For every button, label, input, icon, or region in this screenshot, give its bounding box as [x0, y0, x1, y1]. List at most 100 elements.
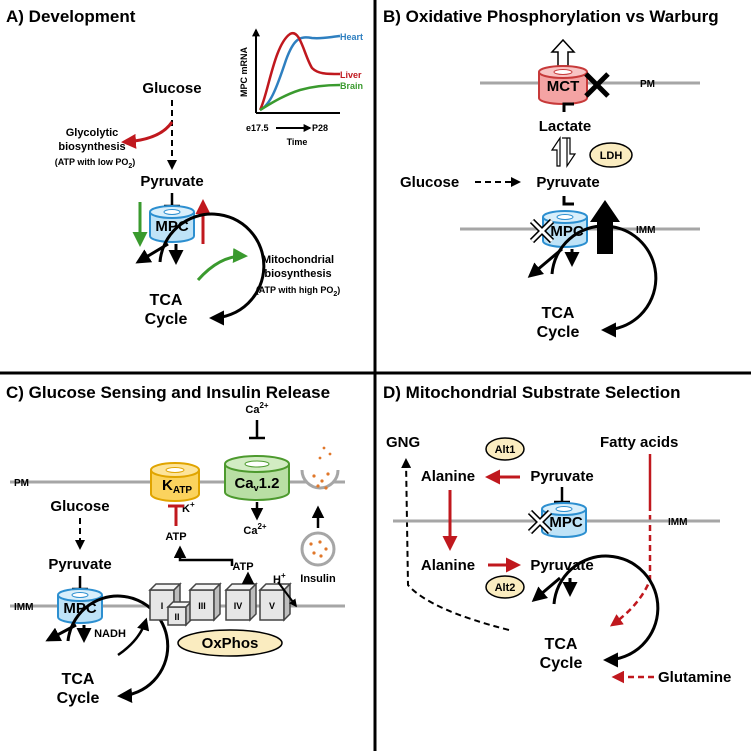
katp-channel: KATP	[150, 462, 200, 502]
complex-iv: IV	[224, 582, 258, 622]
inset-legend-heart: Heart	[340, 32, 363, 42]
inset-liver-line	[258, 31, 341, 111]
fatty-acids-to-tca-dashed-arrow	[609, 505, 652, 627]
imm-label-b: IMM	[636, 225, 655, 236]
alt1-label: Alt1	[495, 444, 516, 456]
oxphos-label: OxPhos	[202, 635, 259, 652]
mpc-block-x-icon-b	[529, 218, 555, 244]
gng-label: GNG	[386, 434, 420, 451]
mct-block-x-icon	[584, 72, 610, 98]
ldh-down-half-arrow	[562, 137, 577, 168]
mito-label-3: (ATP with high PO2)	[256, 285, 341, 298]
cav-label: Cav1.2	[234, 475, 279, 493]
glucose-label: Glucose	[142, 80, 201, 97]
tca-to-nadh-arrow	[117, 617, 150, 657]
tca-cycle-arc	[158, 212, 266, 326]
ldh-label: LDH	[600, 150, 623, 162]
complex-iii: III	[188, 582, 222, 622]
complex-ii: II	[166, 600, 193, 627]
complex-iv-label: IV	[234, 601, 243, 611]
panel-c-insulin: C) Glucose Sensing and Insulin Release P…	[6, 383, 345, 707]
tca-label-1-d: TCA	[545, 636, 578, 653]
mpc-mrna-inset-chart: MPC mRNA Heart Liver Brain e17.5 P28 Tim…	[239, 28, 363, 147]
atp-right-label: ATP	[232, 561, 253, 573]
pyruvate-to-tca-left-arrow-d	[531, 576, 561, 602]
glycolytic-label-1: Glycolytic	[66, 127, 119, 139]
atp-to-katp-arrow	[173, 545, 234, 566]
proton-flow-arrow	[277, 581, 297, 608]
alt2-label: Alt2	[495, 582, 516, 594]
panel-a-title: A) Development	[6, 7, 136, 26]
panel-d-substrate-selection: D) Mitochondrial Substrate Selection GNG…	[383, 383, 731, 686]
panel-b-title: B) Oxidative Phosphorylation vs Warburg	[383, 7, 719, 26]
complex-iii-label: III	[198, 601, 206, 611]
tca-to-gng-dashed-arrow	[401, 458, 510, 631]
mpc-label-d: MPC	[549, 514, 583, 531]
oxphos-badge	[177, 629, 283, 657]
complex-i-label: I	[161, 601, 164, 611]
cav12-channel: Cav1.2	[224, 455, 290, 501]
pyruvate-label-c: Pyruvate	[48, 556, 111, 573]
ldh-badge	[589, 142, 633, 168]
mpc-transporter-d: MPC	[541, 502, 587, 538]
imm-label-d: IMM	[668, 517, 687, 528]
tca-label-2-c: Cycle	[57, 690, 100, 707]
inset-ylabel: MPC mRNA	[239, 47, 249, 98]
inset-xlabel: Time	[287, 137, 308, 147]
mpc-block-x-icon-d	[527, 509, 553, 535]
insulin-label: Insulin	[300, 573, 336, 585]
pyruvate-bottom-label: Pyruvate	[530, 557, 593, 574]
hplus-label: H+	[273, 571, 286, 586]
inset-legend-liver: Liver	[340, 70, 362, 80]
glucose-label-b: Glucose	[400, 174, 459, 191]
glycolytic-red-arrow	[121, 121, 174, 149]
tca-label-2: Cycle	[145, 311, 188, 328]
ca-top-label: Ca2+	[245, 401, 269, 416]
katp-label: KATP	[162, 477, 192, 496]
tca-label-1-b: TCA	[542, 305, 575, 322]
nadh-label: NADH	[94, 628, 126, 640]
pyruvate-top-label: Pyruvate	[530, 468, 593, 485]
mito-label-2: biosynthesis	[264, 268, 331, 280]
panel-b-warburg: B) Oxidative Phosphorylation vs Warburg …	[383, 7, 719, 341]
pyruvate-to-mpc-small-arrow	[562, 196, 574, 206]
alt1-badge	[485, 437, 525, 461]
tca-label-2-d: Cycle	[540, 655, 583, 672]
mito-biosynthesis-green-arrow	[196, 248, 248, 281]
inset-x-end: P28	[312, 123, 328, 133]
ca-bottom-label: Ca2+	[243, 522, 267, 537]
lactate-export-arrow	[550, 38, 576, 67]
glutamine-label: Glutamine	[658, 669, 731, 686]
ldh-up-half-arrow	[550, 136, 561, 167]
mpc-transporter-c: MPC	[57, 588, 103, 624]
complex-v: V	[258, 582, 292, 622]
panel-d-title: D) Mitochondrial Substrate Selection	[383, 383, 681, 402]
pm-label: PM	[640, 79, 655, 90]
pyruvate-label-b: Pyruvate	[536, 174, 599, 191]
fatty-acids-label: Fatty acids	[600, 434, 678, 451]
inset-x-start: e17.5	[246, 123, 269, 133]
tca-label-1: TCA	[150, 292, 183, 309]
kplus-label: K+	[182, 500, 195, 515]
alanine-top-label: Alanine	[421, 468, 475, 485]
mpc-transporter: MPC	[149, 193, 195, 243]
inset-heart-line	[259, 34, 341, 112]
inset-brain-line	[259, 83, 341, 112]
pm-label-c: PM	[14, 478, 29, 489]
oxphos-complexes: I II III IV	[148, 582, 292, 627]
panel-a-development: A) Development Glucose Glycolytic biosyn…	[6, 7, 363, 328]
atp-left-label: ATP	[165, 531, 186, 543]
mct-small-arrow	[562, 102, 574, 112]
pyruvate-label: Pyruvate	[140, 173, 203, 190]
tca-label-2-b: Cycle	[537, 324, 580, 341]
mpc-label: MPC	[155, 218, 189, 235]
insulin-vesicle-exocytosis	[300, 446, 340, 490]
lactate-label: Lactate	[539, 118, 592, 135]
glycolytic-label-3: (ATP with low PO2)	[55, 157, 136, 170]
complex-v-label: V	[269, 601, 275, 611]
insulin-vesicle	[300, 531, 336, 567]
alt2-badge	[485, 575, 525, 599]
inset-legend-brain: Brain	[340, 81, 363, 91]
